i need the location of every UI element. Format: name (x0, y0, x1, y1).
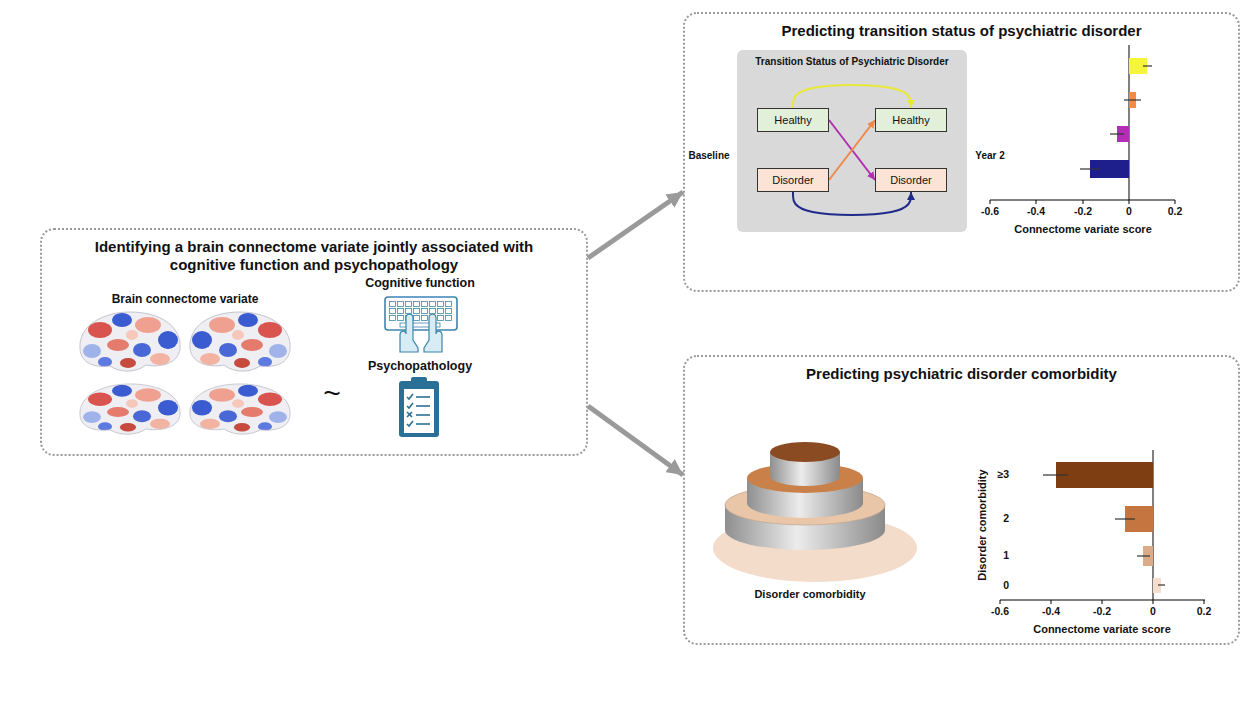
tick-label: 1 (1003, 550, 1009, 562)
tick-label: 0.2 (1168, 206, 1183, 218)
tick-label: -0.6 (991, 606, 1009, 618)
connector-arrow (588, 192, 683, 258)
connector-arrow (793, 85, 911, 108)
box-label: Disorder (890, 174, 932, 186)
time-label: Baseline (688, 150, 729, 161)
figure-label: Psychopathology (368, 360, 472, 374)
axis-title: Disorder comorbidity (976, 469, 988, 580)
keyboard-icon (385, 297, 457, 352)
connector-arrow (829, 120, 875, 180)
tick-label: -0.2 (1074, 206, 1092, 218)
box-label: Healthy (774, 114, 811, 126)
tick-label: -0.6 (981, 206, 999, 218)
box-label: Disorder (772, 174, 814, 186)
panel-title: Identifying a brain connectome variate j… (78, 238, 550, 274)
panel: Identifying a brain connectome variate j… (40, 228, 588, 456)
connector-layer (737, 50, 967, 232)
tick-label: -0.2 (1093, 606, 1111, 618)
group-box: Transition Status of Psychiatric Disorde… (737, 50, 967, 232)
box-label: Healthy (892, 114, 929, 126)
figure-label: Brain connectome variate (112, 293, 259, 306)
connector-arrow (829, 120, 875, 180)
tick-label: 0 (1126, 206, 1132, 218)
axis-title: Connectome variate score (1014, 223, 1152, 235)
panel-title: Predicting transition status of psychiat… (721, 22, 1202, 40)
panel: Predicting transition status of psychiat… (683, 12, 1240, 292)
time-label: Year 2 (975, 150, 1004, 161)
state-box: Healthy (875, 108, 947, 132)
tick-label: 2 (1003, 513, 1009, 525)
relation-symbol: ~ (323, 376, 341, 409)
comorbidity-cylinders (713, 442, 917, 582)
group-title: Transition Status of Psychiatric Disorde… (737, 56, 967, 67)
panel: Predicting psychiatric disorder comorbid… (683, 355, 1240, 645)
state-box: Disorder (875, 168, 947, 192)
state-box: Disorder (757, 168, 829, 192)
axis-title: Connectome variate score (1033, 623, 1171, 635)
figure-label: Cognitive function (365, 277, 475, 291)
tick-label: -0.4 (1027, 206, 1045, 218)
connector-arrow (793, 192, 911, 215)
bar-chart (990, 45, 1175, 204)
tick-label: 0 (1150, 606, 1156, 618)
clipboard-icon (399, 377, 439, 437)
tick-label: 0 (1003, 580, 1009, 592)
tick-label: ≥3 (997, 469, 1009, 481)
bar-chart (1000, 450, 1205, 604)
panel-title: Predicting psychiatric disorder comorbid… (721, 365, 1202, 383)
brain-map (80, 312, 290, 434)
tick-label: 0.2 (1197, 606, 1212, 618)
state-box: Healthy (757, 108, 829, 132)
tick-label: -0.4 (1042, 606, 1060, 618)
connector-arrow (588, 406, 683, 475)
figure-label: Disorder comorbidity (754, 588, 865, 600)
